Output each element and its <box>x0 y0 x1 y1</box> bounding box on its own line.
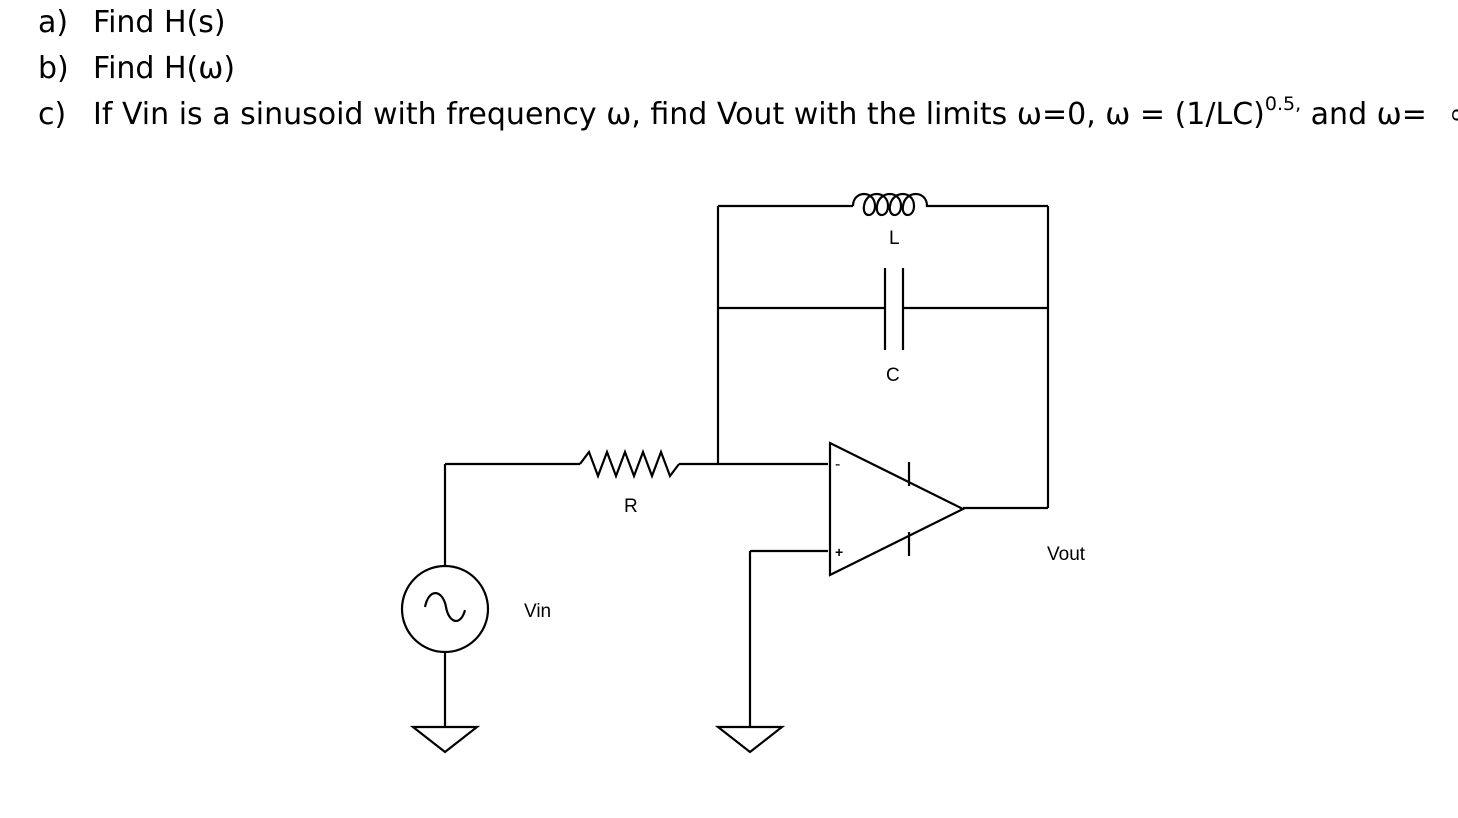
source-label: Vin <box>524 601 551 622</box>
question-c-text: If Vin is a sinusoid with frequency ω, f… <box>93 92 1458 138</box>
capacitor-label: C <box>886 365 900 386</box>
question-b-text: Find H(ω) <box>93 51 236 86</box>
question-a: a) Find H(s) <box>38 0 1438 46</box>
question-a-text: Find H(s) <box>93 5 226 40</box>
question-a-marker: a) <box>38 5 69 40</box>
inductor-label: L <box>889 228 900 249</box>
question-c-text-tail: and ω= <box>1301 97 1427 132</box>
op-amp-icon <box>828 441 966 577</box>
question-c-infinity: ∞. <box>1449 97 1458 132</box>
capacitor-icon <box>883 268 905 350</box>
ground-icon <box>714 725 786 754</box>
question-b: b) Find H(ω) <box>38 46 1438 92</box>
question-b-marker: b) <box>38 51 69 86</box>
question-c: c) If Vin is a sinusoid with frequency ω… <box>38 92 1458 138</box>
resistor-label: R <box>624 496 638 517</box>
resistor-icon <box>579 448 680 480</box>
op-amp-plus-label: + <box>835 544 843 560</box>
ground-icon <box>409 725 481 754</box>
ac-source-icon <box>400 564 490 654</box>
sine-wave-icon <box>423 592 467 622</box>
question-c-marker: c) <box>38 97 67 132</box>
question-c-text-main: If Vin is a sinusoid with frequency ω, f… <box>93 97 1265 132</box>
op-amp-minus-label: - <box>835 456 840 473</box>
problem-statement: a) Find H(s) b) Find H(ω) c) If Vin is a… <box>38 0 1458 138</box>
inductor-icon <box>851 192 940 217</box>
output-label: Vout <box>1047 544 1086 565</box>
question-c-exponent: 0.5, <box>1264 93 1302 115</box>
